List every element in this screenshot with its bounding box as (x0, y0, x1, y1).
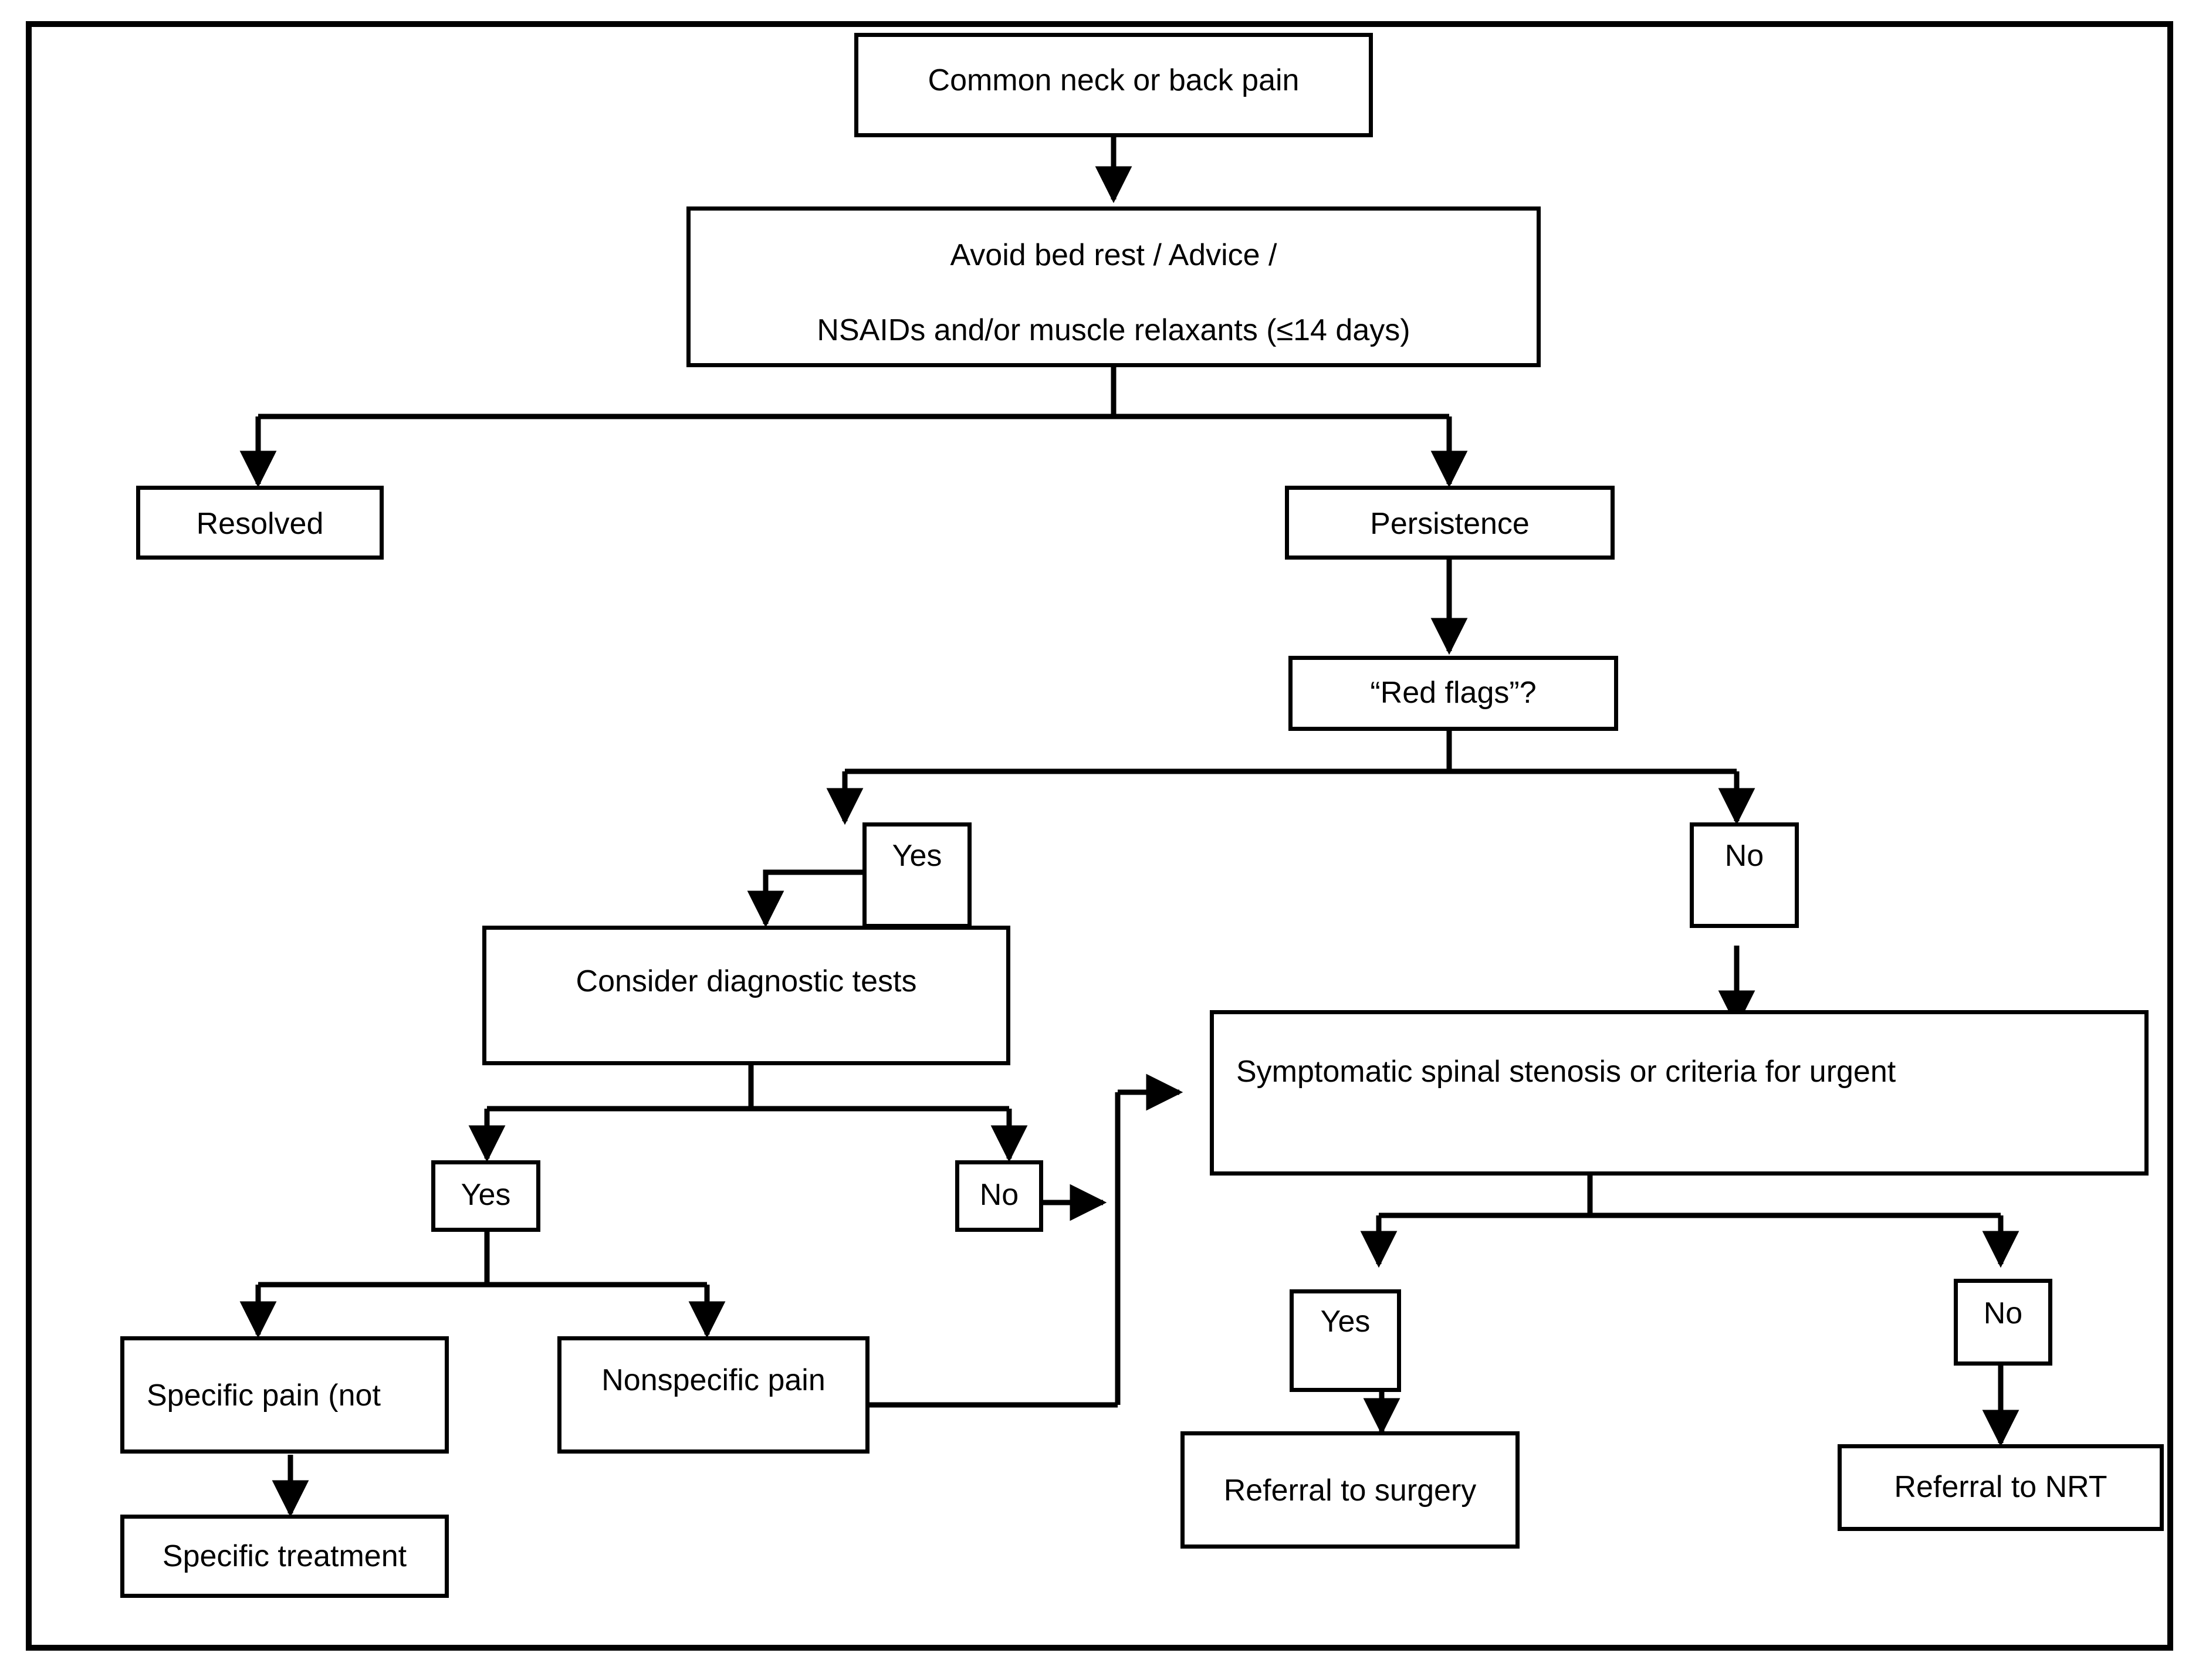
node-label: Yes (461, 1178, 511, 1212)
node-consider-diagnostic-tests[interactable]: Consider diagnostic tests (482, 926, 1010, 1065)
node-resolved[interactable]: Resolved (136, 486, 384, 560)
node-label: Consider diagnostic tests (576, 964, 917, 998)
node-stenosis-no[interactable]: No (1954, 1279, 2052, 1366)
node-label: Referral to NRT (1894, 1470, 2107, 1504)
node-specific-pain[interactable]: Specific pain (not (120, 1336, 449, 1454)
node-persistence[interactable]: Persistence (1285, 486, 1615, 560)
node-stenosis-yes[interactable]: Yes (1290, 1289, 1401, 1392)
node-label: No (979, 1178, 1019, 1212)
node-advice-nsaids[interactable]: Avoid bed rest / Advice / NSAIDs and/or … (686, 206, 1541, 367)
node-red-flags-no[interactable]: No (1690, 822, 1799, 928)
node-label: Specific pain (not (147, 1378, 381, 1413)
node-label: “Red flags”? (1370, 676, 1537, 710)
node-tests-yes[interactable]: Yes (431, 1160, 540, 1232)
node-referral-to-nrt[interactable]: Referral to NRT (1838, 1444, 2164, 1531)
node-specific-treatment[interactable]: Specific treatment (120, 1515, 449, 1598)
node-label-line-2: NSAIDs and/or muscle relaxants (≤14 days… (817, 313, 1410, 347)
node-label: No (1724, 839, 1764, 873)
node-label: Symptomatic spinal stenosis or criteria … (1236, 1055, 1896, 1089)
node-label: Specific treatment (162, 1539, 407, 1573)
node-label: Nonspecific pain (601, 1363, 826, 1397)
node-label: Common neck or back pain (928, 63, 1300, 97)
node-common-neck-or-back-pain[interactable]: Common neck or back pain (854, 33, 1373, 137)
node-red-flags-question[interactable]: “Red flags”? (1288, 656, 1618, 731)
node-tests-no[interactable]: No (955, 1160, 1043, 1232)
node-label: No (1983, 1296, 2023, 1330)
node-label: Referral to surgery (1223, 1474, 1477, 1508)
diagram-outer-frame (26, 21, 2173, 1651)
node-red-flags-yes[interactable]: Yes (862, 822, 972, 928)
node-symptomatic-spinal-stenosis[interactable]: Symptomatic spinal stenosis or criteria … (1210, 1010, 2149, 1176)
link-yes-to-tests (747, 869, 862, 928)
node-label: Resolved (196, 507, 324, 541)
node-label: Yes (1320, 1305, 1371, 1339)
node-referral-to-surgery[interactable]: Referral to surgery (1180, 1431, 1520, 1549)
node-label: Yes (892, 839, 942, 873)
node-label: Persistence (1370, 507, 1530, 541)
node-nonspecific-pain[interactable]: Nonspecific pain (557, 1336, 870, 1454)
node-label-line-1: Avoid bed rest / Advice / (950, 238, 1277, 272)
